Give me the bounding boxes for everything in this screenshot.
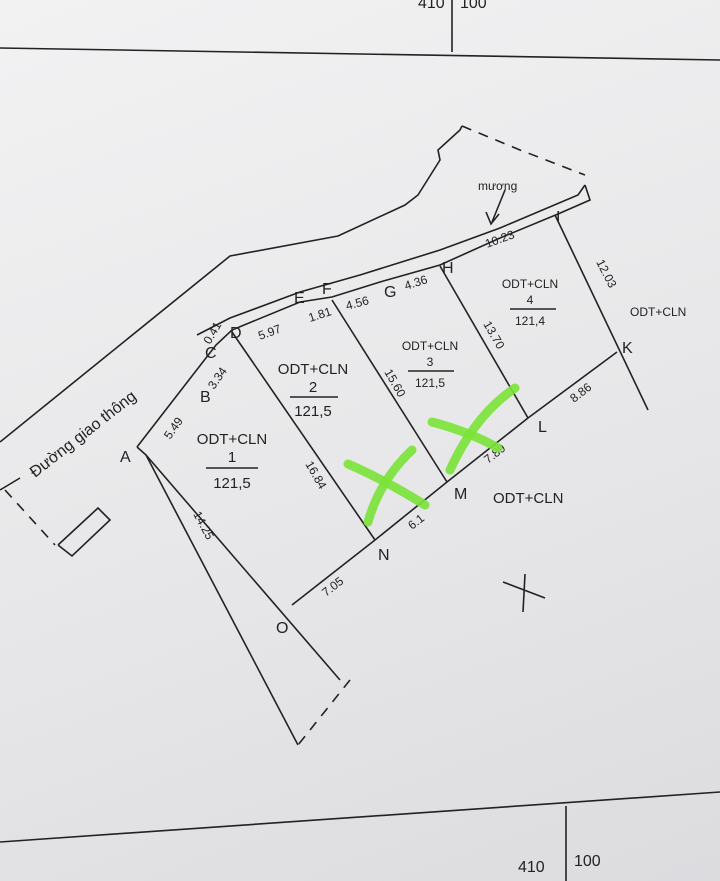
- boundary-D-N: [231, 331, 376, 541]
- edge-KL: 8.86: [567, 380, 594, 406]
- edge-EF: 1.81: [307, 304, 334, 325]
- point-C: C: [205, 345, 217, 362]
- arrow-head-icon: [485, 211, 500, 226]
- boundary-I-K: [554, 214, 649, 411]
- plot-1: ODT+CLN 1 121,5: [197, 431, 267, 492]
- point-F: F: [322, 281, 332, 298]
- edge-HL: 13.70: [480, 319, 507, 352]
- point-A: A: [120, 449, 131, 466]
- road-dashed-left: [4, 489, 56, 546]
- edge-AO: 14.25: [190, 509, 217, 542]
- point-N: N: [378, 547, 390, 564]
- canal-edge: [196, 184, 586, 336]
- point-L: L: [538, 419, 547, 436]
- point-K: K: [622, 340, 633, 357]
- plot-1-number: 1: [228, 449, 236, 466]
- plot-3-area: 121,5: [415, 376, 445, 390]
- point-H: H: [442, 260, 454, 277]
- edge-IK: 12.03: [593, 257, 619, 290]
- road-left-stub: [0, 477, 21, 491]
- sheet-number-top-left: 410: [418, 0, 445, 12]
- lot1-left-edge: [145, 454, 341, 681]
- edge-NO: 7.05: [319, 574, 346, 600]
- plot-3-use: ODT+CLN: [402, 339, 458, 353]
- plot-2-area: 121,5: [294, 403, 332, 420]
- point-G: G: [384, 284, 396, 301]
- edge-BC: 3.34: [205, 364, 230, 391]
- edge-GH: 4.36: [403, 272, 430, 293]
- point-E: E: [294, 290, 305, 307]
- point-O: O: [276, 620, 288, 637]
- lot-front-boundary: [136, 184, 591, 448]
- sheet-number-bottom-right: 100: [574, 853, 601, 870]
- road-outer-edge: [0, 125, 463, 443]
- edge-AB: 5.49: [161, 414, 186, 441]
- plot-2-use: ODT+CLN: [278, 361, 348, 378]
- plot-4: ODT+CLN 4 121,4: [502, 277, 558, 328]
- neighbor-bottom-label: ODT+CLN: [493, 490, 563, 507]
- canal-label: mương: [478, 179, 517, 193]
- point-M: M: [454, 486, 467, 503]
- point-D: D: [230, 325, 242, 342]
- edge-HI: 10.23: [483, 227, 516, 251]
- plot-1-area: 121,5: [213, 475, 251, 492]
- plot-4-area: 121,4: [515, 314, 545, 328]
- edge-DN: 16.84: [302, 459, 329, 492]
- edge-FM: 15.60: [381, 367, 408, 400]
- sheet-number-bottom-left: 410: [518, 859, 545, 876]
- plot-2-number: 2: [309, 379, 317, 396]
- edge-DE: 5.97: [256, 322, 283, 343]
- sheet-number-top-right: 100: [460, 0, 487, 12]
- road-label: Đường giao thông: [27, 388, 140, 481]
- rear-boundary: [291, 351, 618, 606]
- boundary-F-M: [331, 299, 448, 483]
- plot-3-number: 3: [427, 355, 434, 369]
- point-B: B: [200, 389, 211, 406]
- edge-MN: 6.1: [405, 511, 427, 533]
- plot-1-use: ODT+CLN: [197, 431, 267, 448]
- canal-arrow: [491, 189, 506, 223]
- plot-2: ODT+CLN 2 121,5: [278, 361, 348, 420]
- plot-3: ODT+CLN 3 121,5: [402, 339, 458, 390]
- green-x-mark-1: [343, 445, 430, 527]
- dashed-bottom-edge: [297, 679, 351, 746]
- green-x-mark-2: [427, 383, 520, 475]
- point-I: I: [556, 209, 560, 226]
- neighbor-right-label: ODT+CLN: [630, 305, 686, 319]
- side-parcel: [57, 506, 112, 558]
- edge-FG: 4.56: [344, 293, 370, 313]
- canal-dashed-edge: [461, 125, 586, 176]
- sheet-border-top: [0, 47, 720, 61]
- survey-cross-v: [522, 573, 526, 613]
- plot-4-number: 4: [527, 293, 534, 307]
- plot-4-use: ODT+CLN: [502, 277, 558, 291]
- sheet-border-bottom: [0, 791, 720, 843]
